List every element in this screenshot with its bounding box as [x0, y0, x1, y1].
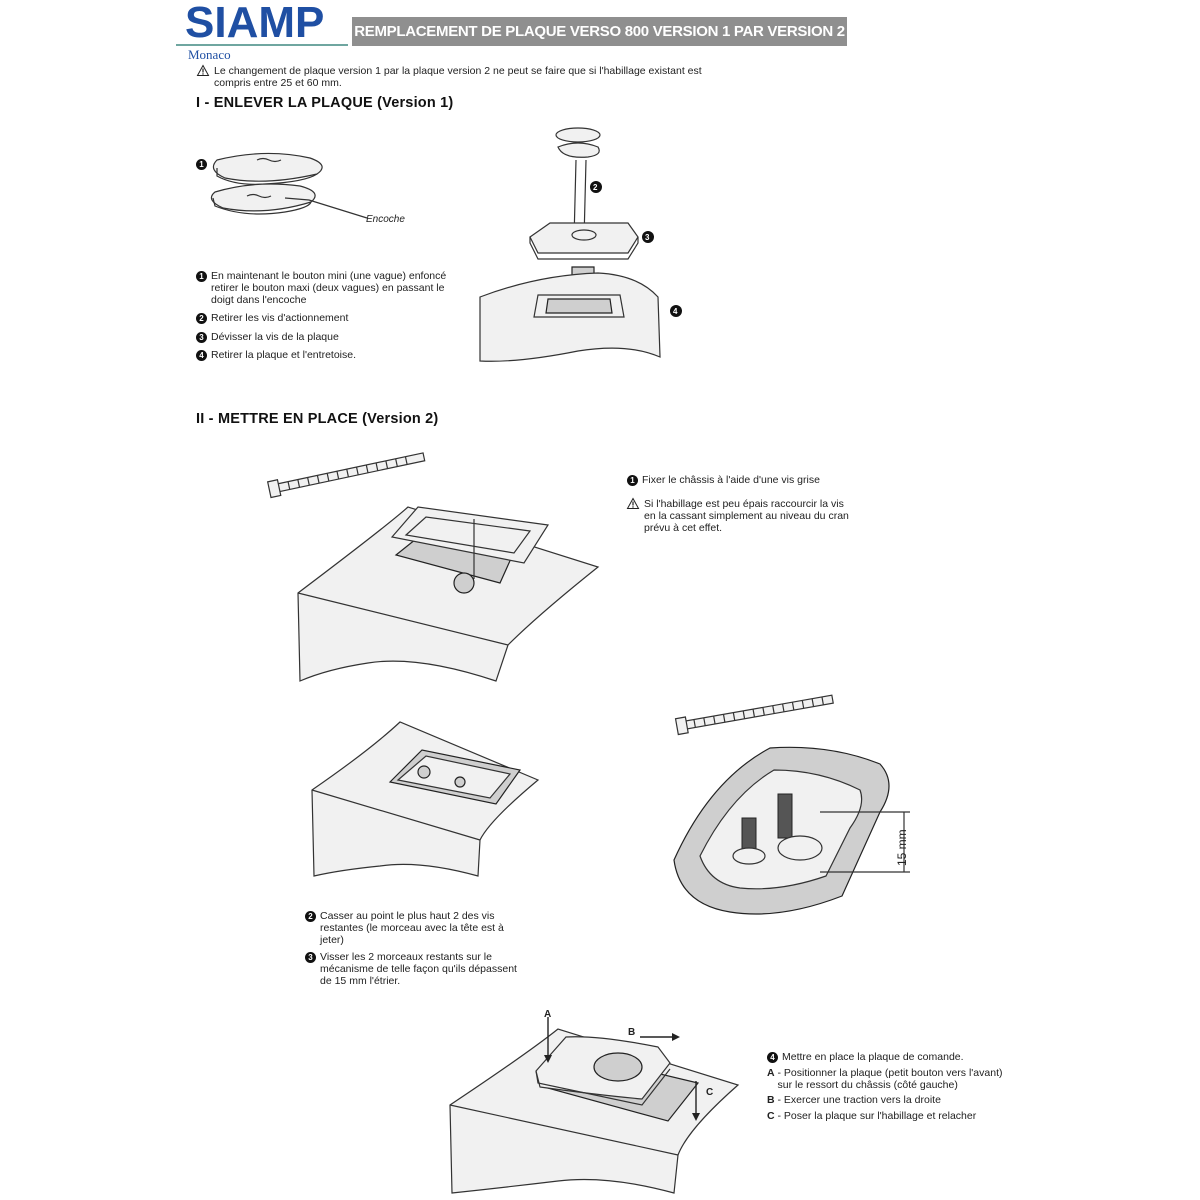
warning-triangle-icon [196, 64, 210, 76]
fig1-number: 1 [196, 159, 207, 170]
top-warning-line1: Le changement de plaque version 1 par la… [214, 65, 702, 77]
top-warning-line2: compris entre 25 et 60 mm. [214, 77, 342, 89]
buttons-figure: Encoche [210, 152, 405, 225]
arrow-c-label: C [706, 1087, 713, 1098]
section1-title: I - ENLEVER LA PLAQUE (Version 1) [196, 95, 454, 111]
chassis-install-figure [266, 452, 600, 682]
document-title: REMPLACEMENT DE PLAQUE VERSO 800 VERSION… [352, 17, 847, 46]
section2-title: II - METTRE EN PLACE (Version 2) [196, 411, 439, 427]
warning-triangle-icon [626, 497, 640, 509]
top-warning: Le changement de plaque version 1 par la… [196, 64, 702, 77]
dimension-15mm: 15 mm [895, 829, 909, 866]
callout-2: 2 [593, 183, 598, 192]
section2-warning: Si l'habillage est peu épais raccourcir … [626, 497, 849, 534]
step4-substep-b: B - Exercer une traction vers la droite [767, 1094, 941, 1106]
plate-placement-figure: A B C [449, 1009, 740, 1194]
arrow-b-label: B [628, 1027, 635, 1038]
step4-substep-a: A - Positionner la plaque (petit bouton … [767, 1067, 1003, 1091]
step4-substep-c: C - Poser la plaque sur l'habillage et r… [767, 1110, 977, 1122]
logo-subtitle: Monaco [188, 47, 231, 62]
encoche-label: Encoche [366, 214, 405, 225]
logo-underline [176, 44, 348, 46]
arrow-a-label: A [544, 1009, 551, 1020]
chassis-mounted-figure [311, 721, 540, 877]
callout-3: 3 [645, 233, 650, 242]
callout-4: 4 [673, 307, 678, 316]
siamp-logo: SIAMP [185, 0, 325, 47]
exploded-assembly-figure: 2 3 4 [479, 127, 682, 362]
screws-detail-figure: 15 mm [673, 694, 910, 915]
